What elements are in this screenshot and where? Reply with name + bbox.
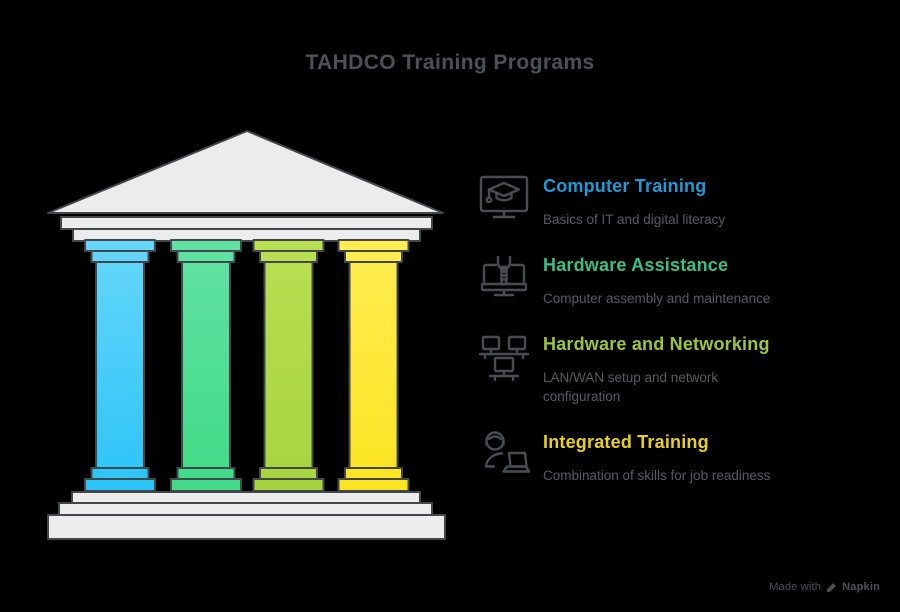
- page-title: TAHDCO Training Programs: [305, 51, 595, 74]
- monitor-wrench-icon: [480, 256, 528, 297]
- program-item-hardware-assistance: Hardware Assistance Computer assembly an…: [478, 251, 870, 308]
- program-item-hardware-networking: Hardware and Networking LAN/WAN setup an…: [478, 330, 870, 405]
- entablature-upper: [60, 216, 433, 230]
- program-item-computer-training: Computer Training Basics of IT and digit…: [478, 172, 870, 229]
- entablature-lower: [72, 228, 421, 242]
- program-text: Hardware and Networking LAN/WAN setup an…: [543, 330, 770, 405]
- monitor-graduation-cap-icon: [479, 175, 529, 219]
- networked-computers-icon: [478, 336, 530, 382]
- program-title: Computer Training: [543, 176, 707, 196]
- pillar-blue: [84, 239, 156, 492]
- program-description: Basics of IT and digital literacy: [543, 212, 726, 227]
- program-description: Combination of skills for job readiness: [543, 467, 771, 483]
- program-list: Computer Training Basics of IT and digit…: [478, 172, 870, 485]
- program-description: Computer assembly and maintenance: [543, 291, 771, 307]
- program-title: Hardware and Networking: [543, 334, 770, 355]
- base-step-middle: [58, 502, 433, 516]
- pediment: [47, 130, 444, 214]
- program-text: Computer Training Basics of IT and digit…: [543, 172, 725, 229]
- program-description: LAN/WAN setup and network configuration: [543, 370, 719, 404]
- program-text: Integrated Training Combination of skill…: [543, 428, 770, 485]
- made-with-napkin-badge[interactable]: Made with Napkin: [769, 581, 880, 593]
- pillar-lime: [252, 239, 325, 492]
- program-title: Integrated Training: [543, 431, 709, 452]
- program-title: Hardware Assistance: [543, 255, 729, 276]
- napkin-brand-label: Napkin: [842, 581, 880, 593]
- made-with-label: Made with: [769, 581, 822, 593]
- pillar-yellow: [337, 239, 410, 492]
- program-text: Hardware Assistance Computer assembly an…: [543, 251, 770, 308]
- temple-pillars-illustration: [47, 130, 446, 540]
- pen-icon: [827, 582, 837, 592]
- person-with-laptop-icon: [484, 431, 530, 473]
- pillar-green: [170, 239, 242, 492]
- base-step-top: [71, 491, 421, 504]
- base-step-bottom: [47, 514, 446, 540]
- program-item-integrated-training: Integrated Training Combination of skill…: [478, 428, 870, 485]
